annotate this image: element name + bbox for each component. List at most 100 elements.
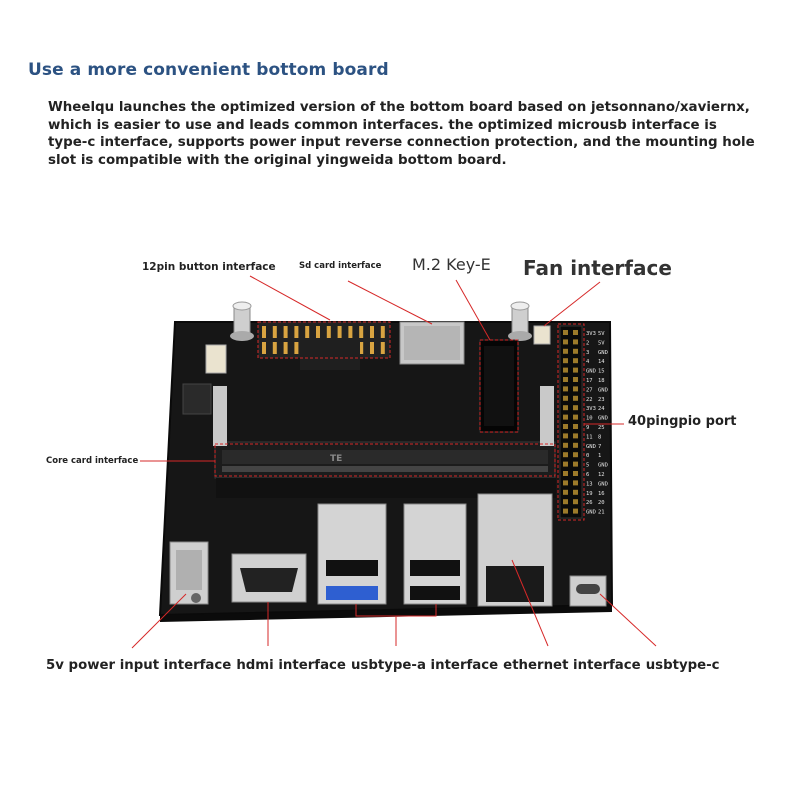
description-text: Wheelqu launches the optimized version o… <box>48 100 755 168</box>
gpio-silk-label: 22 <box>586 397 593 403</box>
gpio-silk-label: 10 <box>586 416 593 422</box>
gpio-pin <box>573 339 578 345</box>
page-title: Use a more convenient bottom board <box>28 60 389 80</box>
gpio-pin <box>563 377 568 382</box>
gpio-pin <box>563 414 568 420</box>
header-pin <box>326 326 331 338</box>
gpio-pin <box>563 358 568 364</box>
header-pin <box>294 342 299 354</box>
gpio-pin <box>563 433 568 439</box>
gpio-silk-label: 5 <box>586 463 589 469</box>
gpio-pin <box>563 471 568 476</box>
gpio-pin <box>563 499 568 505</box>
line-12pin <box>249 275 331 321</box>
gpio-silk-label: 11 <box>586 434 593 440</box>
header-pin <box>262 326 266 338</box>
gpio-silk-label: 16 <box>598 491 605 497</box>
gpio-silk-label: 13 <box>586 481 593 487</box>
header-pin <box>262 342 266 354</box>
gpio-pin <box>573 367 578 373</box>
header-pin <box>294 326 299 338</box>
gpio-pin <box>563 480 568 486</box>
gpio-silk-label: 21 <box>598 510 605 516</box>
gpio-silk-label: GND <box>586 444 596 450</box>
gpio-pin <box>563 442 568 448</box>
callout-core-card: Core card interface <box>46 456 139 466</box>
gpio-pin <box>573 471 578 476</box>
gpio-pin <box>563 367 568 373</box>
gpio-pin <box>573 508 578 514</box>
header-pin <box>359 326 364 338</box>
gpio-silk-label: 17 <box>586 378 593 384</box>
power-connector-small <box>205 344 227 374</box>
gpio-silk-label: 5V <box>598 331 605 337</box>
gpio-silk-label: 8 <box>598 434 601 440</box>
gpio-silk-label: 27 <box>586 387 593 393</box>
latch-left <box>213 386 227 446</box>
gpio-pin <box>573 461 578 467</box>
callout-gpio: 40pingpio port <box>628 414 737 429</box>
header-pin <box>380 342 385 354</box>
gpio-silk-label: 3V3 <box>586 406 596 412</box>
line-m2 <box>455 279 491 341</box>
connector-mark: TE <box>330 454 342 464</box>
gpio-pin <box>563 339 568 345</box>
gpio-silk-label: 3 <box>586 350 589 356</box>
gpio-silk-label: GND <box>598 463 608 469</box>
gpio-pin <box>573 442 578 448</box>
callout-fan: Fan interface <box>523 256 672 280</box>
gpio-pin <box>573 414 578 420</box>
gpio-silk-label: GND <box>598 387 608 393</box>
gpio-silk-label: 24 <box>598 406 605 412</box>
gpio-silk-label: 20 <box>598 500 605 506</box>
gpio-silk-label: 9 <box>586 425 589 431</box>
header-pin <box>370 326 374 338</box>
gpio-pin <box>573 433 578 439</box>
gpio-silk-label: 23 <box>598 397 605 403</box>
usb-a-port-left <box>317 503 387 605</box>
latch-right <box>540 386 554 446</box>
gpio-pin <box>573 386 578 392</box>
chip-top <box>300 340 360 370</box>
gpio-silk-label: 15 <box>598 369 605 375</box>
gpio-pin <box>563 386 568 392</box>
standoff-left <box>230 301 254 341</box>
gpio-pin <box>563 508 568 514</box>
gpio-pin <box>573 358 578 364</box>
gpio-silk-label: 2 <box>586 340 589 346</box>
header-pin <box>359 342 364 354</box>
gpio-header <box>559 325 583 519</box>
core-card-connector: TE <box>214 441 556 479</box>
header-pin <box>305 326 310 338</box>
gpio-pin <box>563 489 568 495</box>
line-typec <box>599 593 657 647</box>
gpio-pin <box>573 405 578 411</box>
callout-hdmi: hdmi interface <box>236 658 346 673</box>
gpio-pin <box>573 424 578 429</box>
callout-boxes <box>214 321 585 521</box>
gpio-silk-label: 7 <box>598 444 601 450</box>
gpio-silk-label: 25 <box>598 425 605 431</box>
gpio-silk-label: GND <box>586 510 596 516</box>
callout-power-input: 5v power input interface <box>46 658 232 673</box>
header-pin <box>316 326 320 338</box>
m2-slot <box>479 339 519 433</box>
gpio-silk-label: GND <box>598 416 608 422</box>
gpio-pin <box>563 395 568 401</box>
type-c-power-port <box>169 541 209 605</box>
gpio-silk-label: GND <box>598 350 608 356</box>
box-core <box>214 443 556 477</box>
chip-left <box>182 383 212 415</box>
callout-ethernet: ethernet interface <box>503 658 641 673</box>
box-12pin <box>257 321 391 359</box>
type-c-port <box>569 575 607 607</box>
gpio-silk-label: 3V3 <box>586 331 596 337</box>
gpio-pin <box>573 377 578 382</box>
header-pin <box>348 326 353 338</box>
header-pin <box>283 342 288 354</box>
header-pin <box>283 326 288 338</box>
header-pin <box>272 326 277 338</box>
header-pin <box>370 342 374 354</box>
